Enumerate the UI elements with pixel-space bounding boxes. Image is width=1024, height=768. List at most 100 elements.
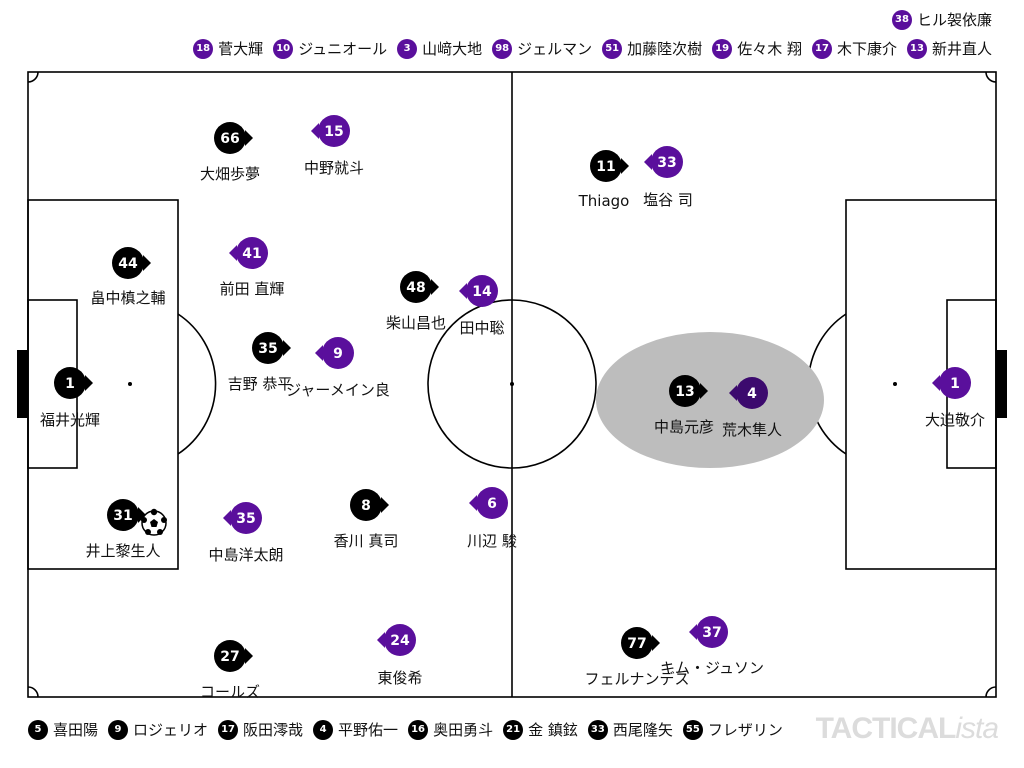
center-spot: [510, 382, 514, 386]
legend-player-name: 加藤陸次樹: [627, 40, 703, 58]
home-player-13[interactable]: 13: [669, 375, 708, 407]
player-badge: [350, 489, 382, 521]
highlight-ellipse: [596, 332, 824, 468]
legend-player-name: 喜田陽: [53, 721, 99, 739]
home-player-name: コールズ: [199, 683, 261, 701]
player-badge: [621, 627, 653, 659]
away-player-35[interactable]: 35: [223, 502, 262, 534]
direction-arrow: [315, 345, 323, 361]
legend-number-badge: 4: [313, 719, 334, 740]
legend-number-badge: 55: [682, 719, 703, 740]
player-badge: [669, 375, 701, 407]
away-player-14[interactable]: 14: [459, 275, 498, 307]
home-player-27[interactable]: 27: [214, 640, 253, 672]
direction-arrow: [85, 375, 93, 391]
home-player-66[interactable]: 66: [214, 122, 253, 154]
legend-player-name: 西尾隆矢: [612, 721, 673, 739]
right-penalty-spot: [893, 382, 897, 386]
player-number: 6: [487, 496, 497, 512]
away-player-name: 荒木隼人: [721, 421, 783, 439]
player-badge: [230, 502, 262, 534]
player-badge: [696, 616, 728, 648]
away-player-name: 東俊希: [377, 669, 423, 687]
player-badge: [318, 115, 350, 147]
away-player-15[interactable]: 15: [311, 115, 350, 147]
away-player-name: 大迫敬介: [924, 411, 986, 429]
player-number: 27: [220, 649, 239, 665]
away-player-name: 田中聡: [459, 319, 505, 337]
direction-arrow: [229, 245, 237, 261]
away-player-41[interactable]: 41: [229, 237, 268, 269]
player-number: 11: [596, 159, 615, 175]
away-player-24[interactable]: 24: [377, 624, 416, 656]
player-badge: [54, 367, 86, 399]
player-badge: [252, 332, 284, 364]
corner-arc-tl: [27, 71, 39, 83]
direction-arrow: [459, 283, 467, 299]
away-player-name: 川辺 駿: [467, 532, 517, 550]
home-player-44[interactable]: 44: [112, 247, 151, 279]
away-player-9[interactable]: 9: [315, 337, 354, 369]
player-number: 41: [242, 246, 261, 262]
player-number: 35: [258, 341, 277, 357]
player-badge: [400, 271, 432, 303]
legend-player-name: ジェルマン: [517, 40, 593, 58]
player-badge: [590, 150, 622, 182]
direction-arrow: [245, 130, 253, 146]
home-player-name: 柴山昌也: [385, 314, 447, 332]
player-number: 4: [747, 386, 757, 402]
home-player-8[interactable]: 8: [350, 489, 389, 521]
player-number: 77: [627, 636, 646, 652]
legend-player-name: 金 鎮鉉: [528, 721, 578, 739]
home-player-48[interactable]: 48: [400, 271, 439, 303]
away-player-name: キム・ジュソン: [660, 659, 764, 677]
away-player-1[interactable]: 1: [932, 367, 971, 399]
direction-arrow: [689, 624, 697, 640]
direction-arrow: [469, 495, 477, 511]
home-player-31[interactable]: 31: [107, 499, 146, 531]
home-player-1[interactable]: 1: [54, 367, 93, 399]
away-player-37[interactable]: 37: [689, 616, 728, 648]
player-badge: [939, 367, 971, 399]
legend-player-name: 奥田勇斗: [433, 721, 494, 739]
home-player-name: 大畑歩夢: [199, 165, 261, 183]
player-badge: [651, 146, 683, 178]
away-player-6[interactable]: 6: [469, 487, 508, 519]
home-player-name: 畠中槙之輔: [90, 289, 166, 307]
legend-player-name: 平野佑一: [338, 721, 399, 739]
away-player-name: 塩谷 司: [643, 191, 693, 209]
player-badge: [322, 337, 354, 369]
player-number: 33: [657, 155, 676, 171]
legend-number-badge: 10: [273, 38, 294, 59]
home-player-11[interactable]: 11: [590, 150, 629, 182]
away-player-name: 中島洋太朗: [208, 546, 284, 564]
home-player-35[interactable]: 35: [252, 332, 291, 364]
player-badge: [736, 377, 768, 409]
away-player-name: ジャーメイン良: [286, 381, 390, 399]
legend-number-badge: 98: [492, 38, 513, 59]
direction-arrow: [431, 279, 439, 295]
corner-arc-tr: [985, 71, 997, 83]
home-player-77[interactable]: 77: [621, 627, 660, 659]
home-player-name: 福井光輝: [39, 411, 101, 429]
direction-arrow: [245, 648, 253, 664]
player-badge: [107, 499, 139, 531]
direction-arrow: [700, 383, 708, 399]
player-badge: [236, 237, 268, 269]
player-number: 9: [333, 346, 343, 362]
left-penalty-spot: [128, 382, 132, 386]
away-player-33[interactable]: 33: [644, 146, 683, 178]
player-number: 66: [220, 131, 239, 147]
away-player-4[interactable]: 4: [729, 377, 768, 409]
player-number: 24: [390, 633, 410, 649]
